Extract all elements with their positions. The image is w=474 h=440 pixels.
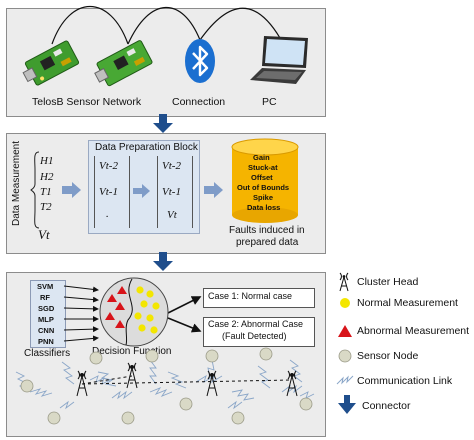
abnormal-marker xyxy=(117,286,127,294)
classifiers-box xyxy=(30,280,66,348)
laptop-icon xyxy=(250,36,308,84)
classifiers-label: Classifiers xyxy=(24,348,71,359)
sensor-node xyxy=(121,411,135,425)
classifier-rf: RF xyxy=(40,293,50,302)
abnormal-marker xyxy=(115,302,125,310)
sensor-node xyxy=(179,397,193,411)
telosb-network-label: TelosB Sensor Network xyxy=(32,96,142,108)
normal-marker xyxy=(146,314,154,322)
block-title: Data Preparation Block xyxy=(95,142,198,153)
normal-marker xyxy=(138,324,146,332)
legend-communication-link: Communication Link xyxy=(357,375,453,387)
col2-vt1: Vt-1 xyxy=(162,186,181,198)
normal-marker xyxy=(140,300,148,308)
faults-caption-line-1: Faults induced in xyxy=(229,225,305,236)
arrow-to-database xyxy=(204,182,223,198)
link-curve-2 xyxy=(127,6,201,45)
fault-offset: Offset xyxy=(251,173,273,182)
case-2-label-line-2: (Fault Detected) xyxy=(222,331,287,341)
col1-vt2: Vt-2 xyxy=(99,160,118,172)
vt-value: Vt xyxy=(38,227,50,242)
legend-connector: Connector xyxy=(362,400,411,412)
connection-label: Connection xyxy=(172,96,226,108)
cluster-head-3 xyxy=(206,370,218,397)
classifier-pnn: PNN xyxy=(38,337,54,346)
connector-icon xyxy=(338,395,356,414)
legend-sensor-node: Sensor Node xyxy=(357,350,419,362)
classifier-mlp: MLP xyxy=(38,315,54,324)
normal-measurement-icon xyxy=(340,298,350,308)
faults-caption-line-2: prepared data xyxy=(236,237,299,248)
cluster-head-icon xyxy=(339,272,349,292)
cluster-head-1 xyxy=(76,370,88,397)
measurement-brace xyxy=(30,151,40,229)
case-2-label-line-1: Case 2: Abnormal Case xyxy=(208,319,304,329)
sensor-node xyxy=(299,397,313,411)
sensor-node xyxy=(145,349,159,363)
sensor-node xyxy=(20,379,34,393)
t2-value: T2 xyxy=(40,201,52,213)
column-1-box xyxy=(94,156,130,228)
fault-gain: Gain xyxy=(253,153,270,162)
normal-marker xyxy=(146,290,154,298)
pc-label: PC xyxy=(262,96,277,108)
case-2-box xyxy=(203,317,315,347)
cluster-head-4 xyxy=(286,370,298,397)
legend-abnormal-measurement: Abnormal Measurement xyxy=(357,325,470,337)
decision-function-diagram xyxy=(99,277,169,347)
fault-stuck-at: Stuck-at xyxy=(248,163,278,172)
arrow-to-block xyxy=(62,182,81,198)
normal-marker xyxy=(152,302,160,310)
case-1-label: Case 1: Normal case xyxy=(208,291,293,301)
sensor-node xyxy=(205,349,219,363)
classifier-svm: SVM xyxy=(37,282,54,291)
fault-data-loss: Data loss xyxy=(247,203,281,212)
classifier-sgd: SGD xyxy=(38,304,55,313)
abnormal-marker xyxy=(115,320,125,328)
decision-function-label: Decision Function xyxy=(92,346,172,357)
h1-value: H1 xyxy=(40,155,54,167)
col1-dot: . xyxy=(106,208,109,220)
col2-vt2: Vt-2 xyxy=(162,160,181,172)
abnormal-marker xyxy=(105,312,115,320)
sensor-node xyxy=(89,351,103,365)
h2-value: H2 xyxy=(40,171,54,183)
sensor-node xyxy=(231,411,245,425)
col2-vt: Vt xyxy=(167,209,177,221)
connector-arrow-2 xyxy=(153,252,173,271)
t1-value: T1 xyxy=(40,186,52,198)
link-curve-1 xyxy=(51,6,129,45)
normal-marker xyxy=(134,312,142,320)
faults-database-icon xyxy=(231,138,299,223)
link-curve-3 xyxy=(199,7,281,41)
column-2-box xyxy=(157,156,193,228)
normal-marker xyxy=(136,286,144,294)
abnormal-marker xyxy=(107,294,117,302)
connector-arrow-1 xyxy=(153,114,173,133)
sensor-node xyxy=(47,411,61,425)
legend-normal-measurement: Normal Measurement xyxy=(357,297,458,309)
fault-out-of-bounds: Out of Bounds xyxy=(237,183,290,192)
communication-link-icon xyxy=(336,375,354,385)
normal-marker xyxy=(150,326,158,334)
bluetooth-icon xyxy=(185,39,215,83)
legend-cluster-head: Cluster Head xyxy=(357,276,419,288)
telosb-board-1-icon xyxy=(22,40,80,86)
case-1-box xyxy=(203,288,315,308)
abnormal-measurement-icon xyxy=(338,325,352,337)
sensor-node-icon xyxy=(338,349,352,363)
classifier-cnn: CNN xyxy=(38,326,55,335)
data-preparation-block xyxy=(88,140,200,234)
fault-spike: Spike xyxy=(253,193,274,202)
telosb-board-2-icon xyxy=(94,40,153,87)
arrow-between-columns xyxy=(133,184,150,198)
col1-vt1: Vt-1 xyxy=(99,186,118,198)
sensor-node xyxy=(259,347,273,361)
cluster-head-2 xyxy=(126,362,138,389)
